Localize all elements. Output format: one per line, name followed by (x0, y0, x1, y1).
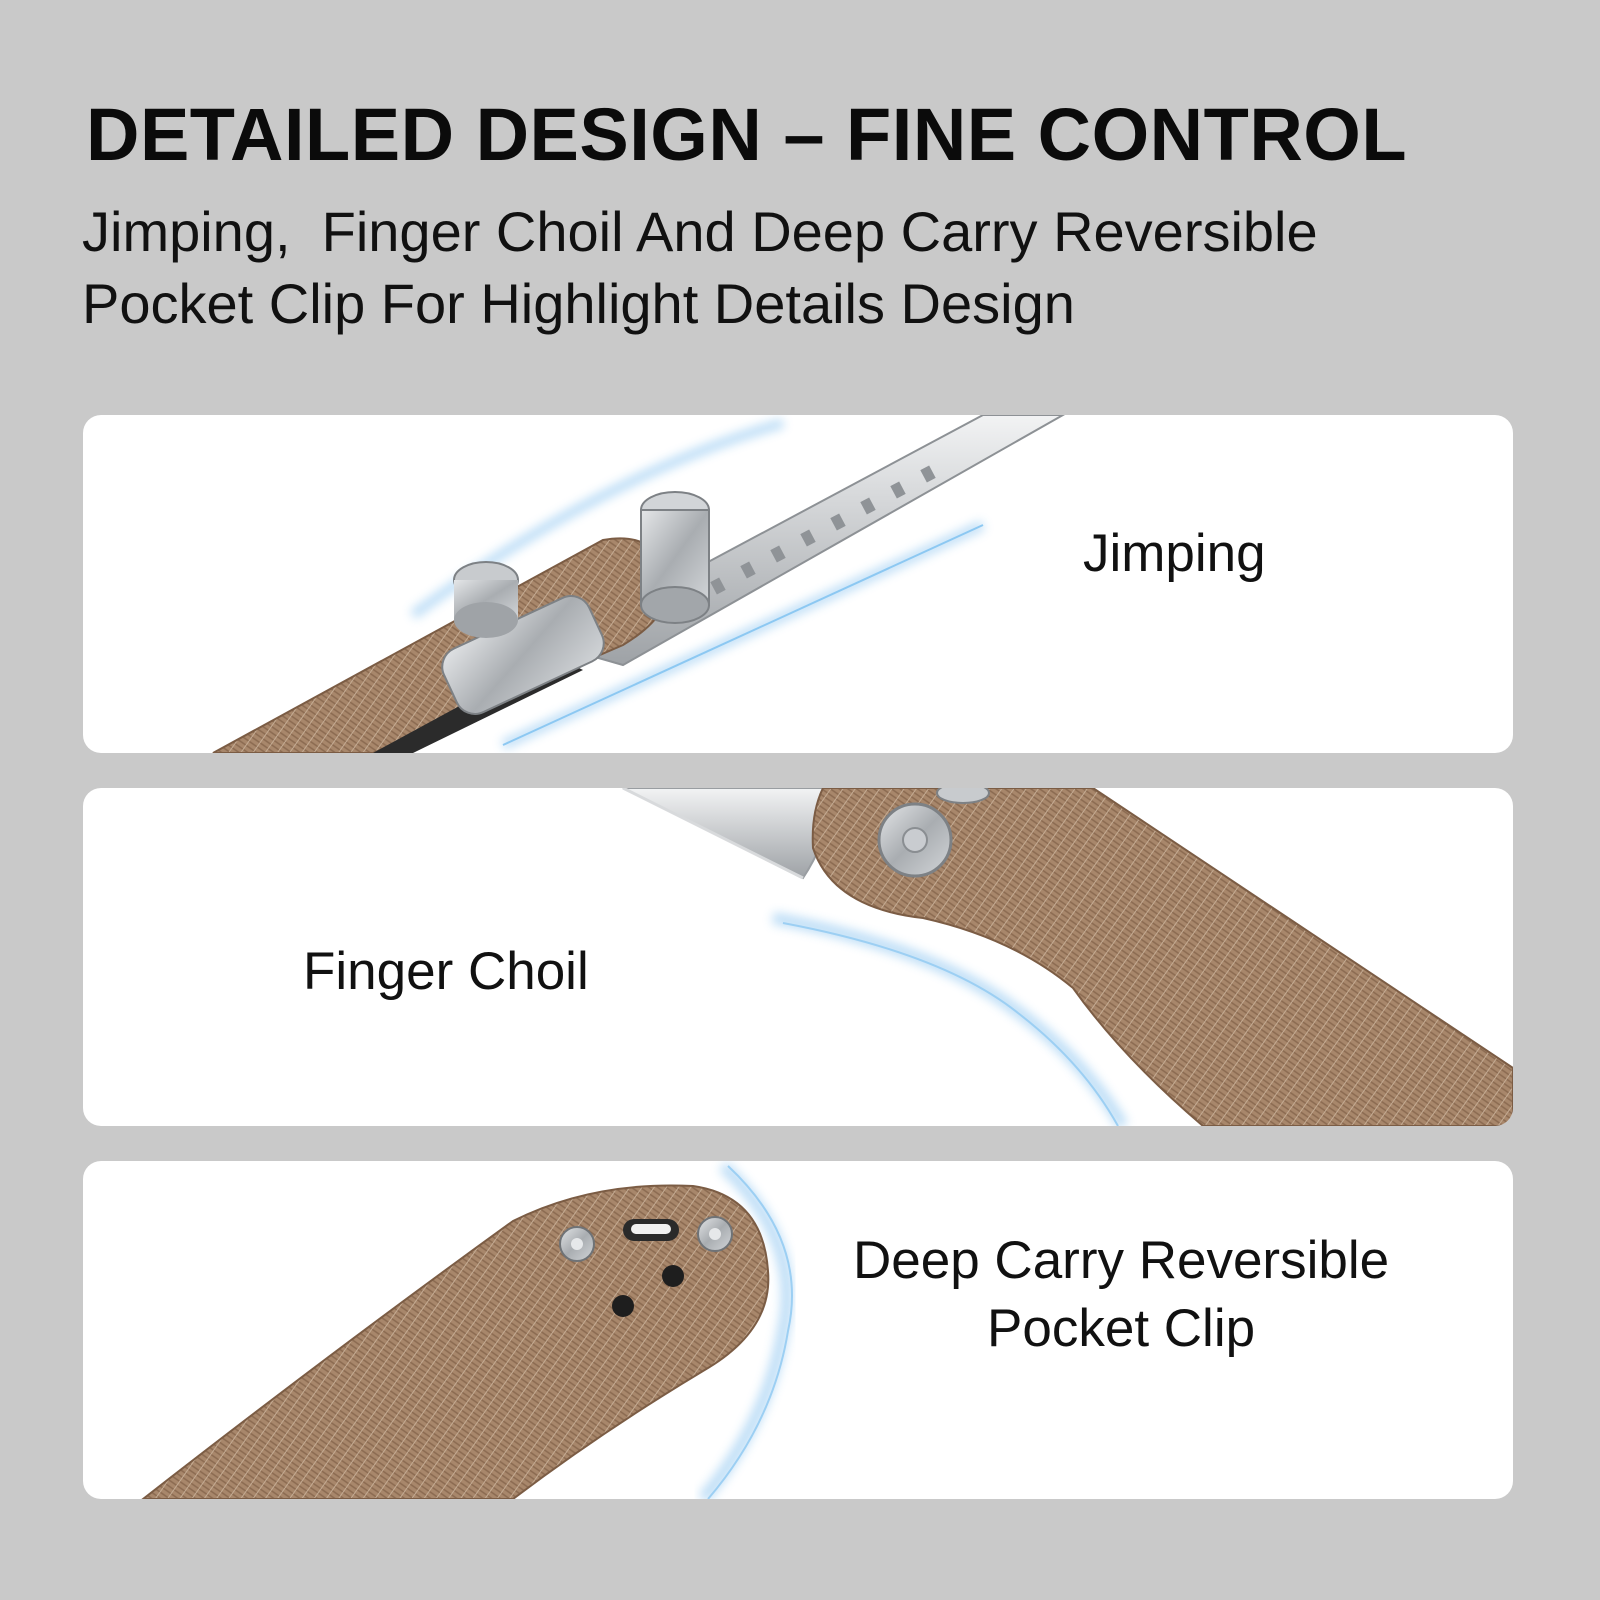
pocket-clip-label: Deep Carry Reversible Pocket Clip (853, 1231, 1390, 1358)
page-title: DETAILED DESIGN – FINE CONTROL (86, 93, 1408, 176)
jimping-label: Jimping (1083, 524, 1266, 583)
finger-choil-panel: Finger Choil (83, 788, 1513, 1126)
knife-pocket-clip-image (141, 1161, 793, 1499)
subtitle-line: Pocket Clip For Highlight Details Design (82, 272, 1075, 335)
knife-jimping-image (212, 415, 1066, 753)
knife-finger-choil-image (622, 788, 1513, 1126)
pocket-clip-panel: Deep Carry Reversible Pocket Clip (83, 1161, 1513, 1499)
finger-choil-label: Finger Choil (303, 942, 589, 1001)
subtitle-line: Jimping, Finger Choil And Deep Carry Rev… (82, 200, 1318, 263)
page-subtitle: Jimping, Finger Choil And Deep Carry Rev… (82, 196, 1482, 340)
jimping-panel: Jimping (83, 415, 1513, 753)
